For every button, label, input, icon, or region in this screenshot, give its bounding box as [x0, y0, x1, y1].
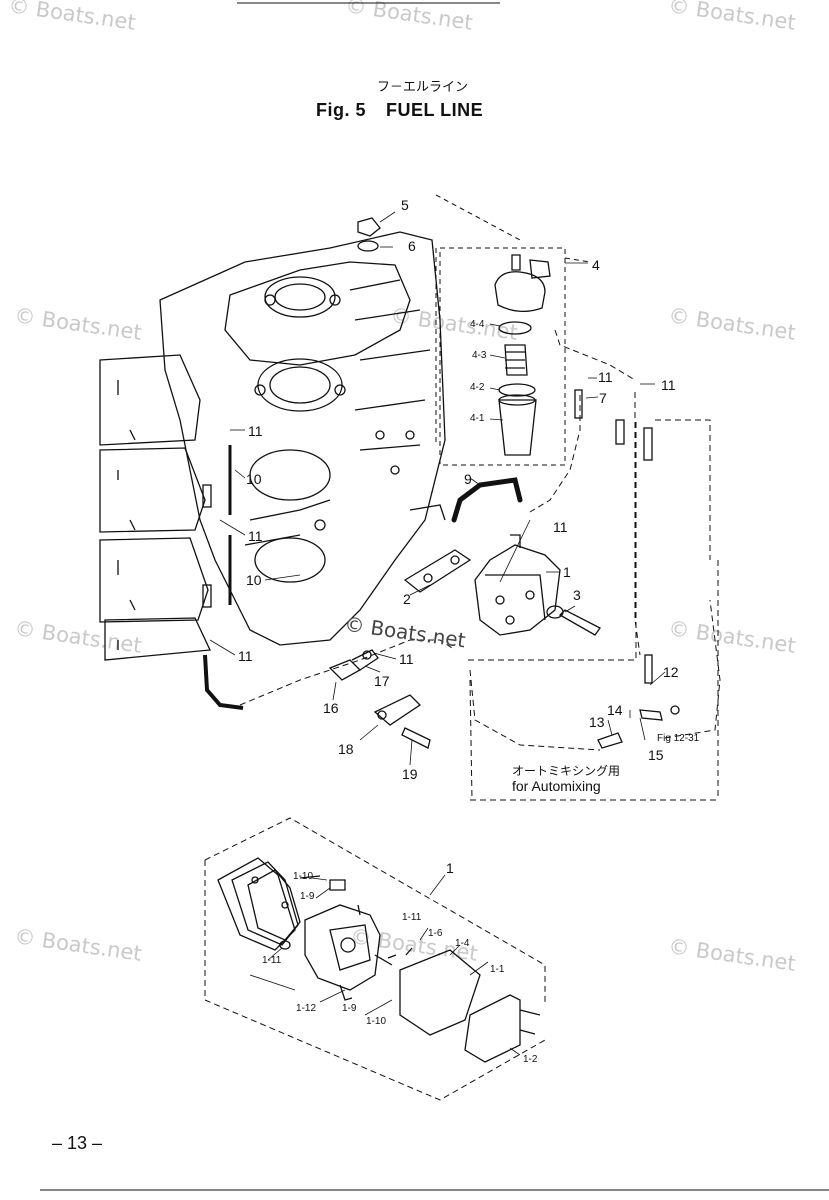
callout-1: 1: [563, 564, 571, 580]
figure-label: Fig. 5: [316, 100, 367, 120]
fig-reference: Fig 12-31: [657, 733, 700, 744]
callout-1-9: 1-9: [300, 891, 315, 902]
callout-14: 14: [607, 702, 623, 718]
pump-exploded-view: [217, 857, 541, 1063]
callout-11: 11: [553, 519, 568, 535]
exhaust-ports: [99, 354, 211, 661]
callout-11: 11: [399, 651, 414, 667]
callout-18: 18: [338, 741, 354, 757]
automix-note-jp: オートミキシング用: [512, 764, 621, 778]
callout-4-3: 4-3: [472, 350, 487, 361]
callout-19: 19: [402, 766, 418, 782]
callout-6: 6: [408, 238, 416, 254]
page-number: – 13 –: [52, 1133, 103, 1153]
callout-4-2: 4-2: [470, 382, 485, 393]
callout-11: 11: [248, 528, 263, 544]
callout-15: 15: [648, 747, 664, 763]
callout-1-4: 1-4: [455, 938, 470, 949]
callout-1-6: 1-6: [428, 928, 443, 939]
fuel-hoses: [202, 389, 653, 710]
callout-16: 16: [323, 700, 339, 716]
figure-title: FUEL LINE: [386, 100, 484, 120]
callout-11: 11: [598, 369, 613, 385]
callout-4: 4: [592, 257, 600, 273]
engine-block: [159, 231, 446, 646]
callout-1-11: 1-11: [402, 912, 422, 923]
callout-10: 10: [246, 471, 262, 487]
japanese-title: フ－エルライン: [377, 80, 469, 95]
tee-fittings: [597, 705, 680, 749]
automix-note-en: for Automixing: [512, 778, 601, 794]
callout-1-detail: 1: [446, 860, 454, 876]
callout-17: 17: [374, 673, 390, 689]
callout-1-12: 1-12: [296, 1003, 317, 1014]
callout-1-10: 1-10: [293, 871, 314, 882]
retainer-plate: [373, 694, 431, 749]
fitting: [328, 649, 379, 681]
callout-10: 10: [246, 572, 262, 588]
fuel-pump: [474, 534, 561, 636]
fuel-filter: [494, 254, 551, 456]
callout-1-1: 1-1: [490, 964, 505, 975]
callout-1-10b: 1-10: [366, 1016, 387, 1027]
callout-11: 11: [661, 377, 676, 393]
bracket-and-bolt: [403, 549, 601, 636]
callout-12: 12: [663, 664, 679, 680]
callout-4-4: 4-4: [470, 319, 485, 330]
callout-1-11b: 1-11: [262, 955, 282, 966]
callout-5: 5: [401, 197, 409, 213]
callout-4-1: 4-1: [470, 413, 485, 424]
callout-7: 7: [599, 390, 607, 406]
callout-13: 13: [589, 714, 605, 730]
callout-9: 9: [464, 471, 472, 487]
callout-1-2: 1-2: [523, 1054, 538, 1065]
callout-2: 2: [403, 591, 411, 607]
nut-and-washer: [357, 217, 381, 252]
callout-11: 11: [238, 648, 253, 664]
callout-1-9b: 1-9: [342, 1003, 357, 1014]
callout-3: 3: [573, 587, 581, 603]
callout-11: 11: [248, 423, 263, 439]
